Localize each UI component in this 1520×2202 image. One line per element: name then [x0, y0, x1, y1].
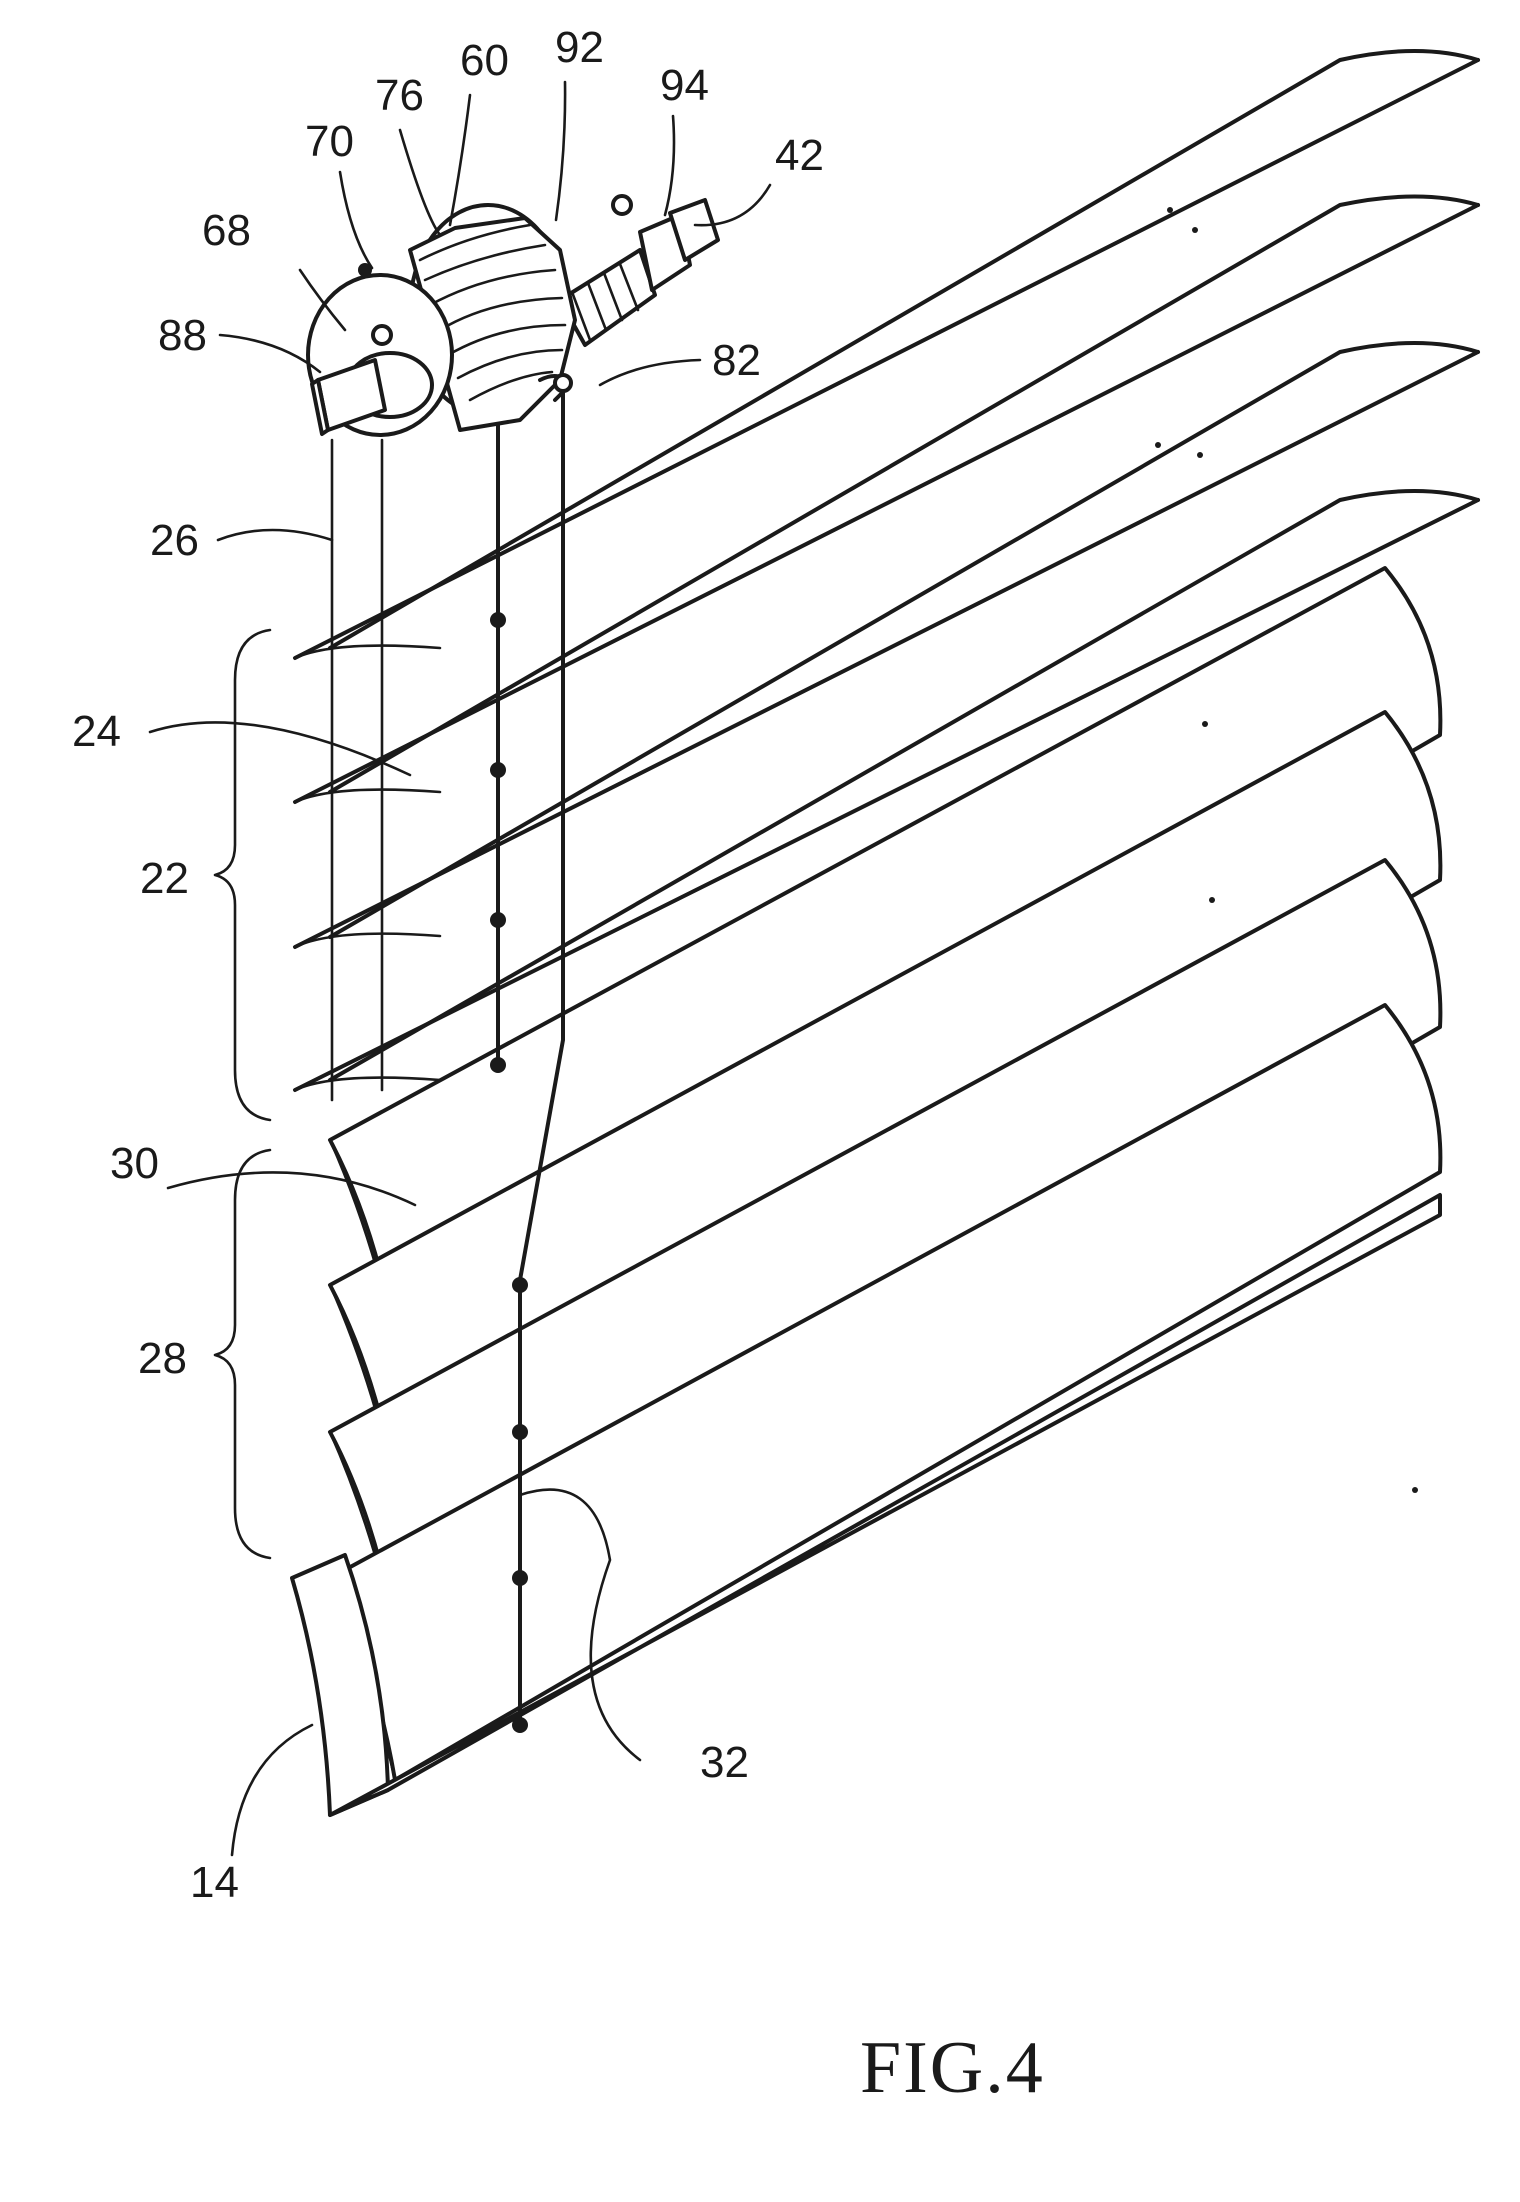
label-76: 76	[375, 71, 424, 120]
label-26: 26	[150, 516, 199, 565]
brace-28	[215, 1150, 270, 1558]
label-14: 14	[190, 1858, 239, 1907]
label-68: 68	[202, 206, 251, 255]
label-88: 88	[158, 311, 207, 360]
label-42: 42	[775, 131, 824, 180]
label-94: 94	[660, 61, 709, 110]
label-92: 92	[555, 23, 604, 72]
label-60: 60	[460, 36, 509, 85]
label-24: 24	[72, 707, 121, 756]
label-30: 30	[110, 1139, 159, 1188]
brace-22	[215, 630, 270, 1120]
label-82: 82	[712, 336, 761, 385]
tilt-drum-assembly	[308, 196, 718, 435]
label-28: 28	[138, 1334, 187, 1383]
figure-caption: FIG.4	[860, 2027, 1045, 2109]
label-32: 32	[700, 1738, 749, 1787]
label-70: 70	[305, 117, 354, 166]
label-22: 22	[140, 854, 189, 903]
